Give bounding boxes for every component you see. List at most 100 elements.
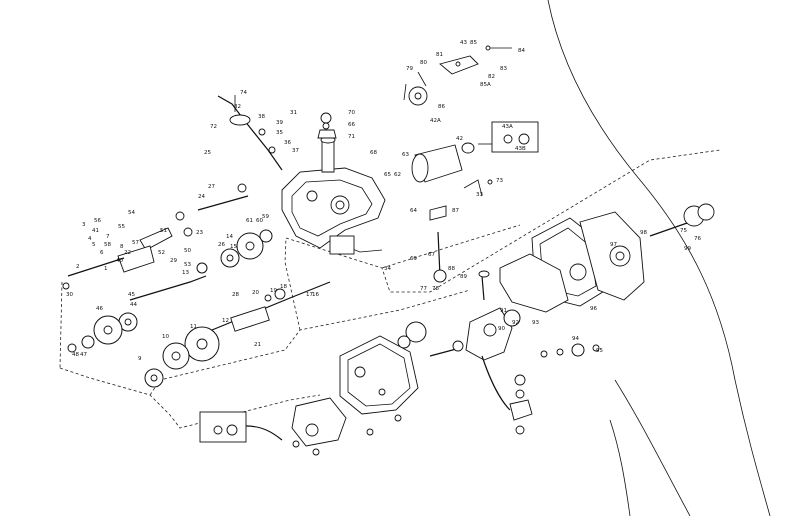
main-housing — [281, 136, 386, 255]
part-number-label: 77 — [420, 286, 427, 292]
part-number-label: 11 — [190, 324, 197, 330]
part-number-label: 9 — [138, 356, 142, 362]
lower-housing — [199, 335, 419, 456]
part-number-label: 60 — [256, 218, 263, 224]
part-number-label: 17 — [306, 292, 313, 298]
part-number-label: 99 — [684, 246, 691, 252]
part-number-label: 57 — [132, 240, 139, 246]
part-number-label: 38 — [258, 114, 265, 120]
part-number-label: 7 — [106, 234, 110, 240]
part-number-label: 41 — [92, 228, 99, 234]
part-number-label: 6 — [100, 250, 104, 256]
part-number-label: 68 — [370, 150, 377, 156]
part-number-label: 97 — [610, 242, 617, 248]
part-number-label: 10 — [162, 334, 169, 340]
part-number-label: 55 — [118, 224, 125, 230]
part-number-label: 39 — [276, 120, 283, 126]
part-number-label: 63 — [402, 152, 409, 158]
part-number-label: 42A — [430, 118, 441, 124]
part-number-label: 80 — [420, 60, 427, 66]
part-number-label: 13 — [182, 270, 189, 276]
part-number-label: 84 — [518, 48, 525, 54]
part-number-label: 86 — [438, 104, 445, 110]
part-number-label: 74 — [240, 90, 247, 96]
part-number-label: 67 — [428, 252, 435, 258]
part-number-label: 31 — [290, 110, 297, 116]
part-number-label: 75 — [680, 228, 687, 234]
part-number-label: 71 — [348, 134, 355, 140]
part-number-label: 72 — [210, 124, 217, 130]
part-number-label: 61 — [246, 218, 253, 224]
part-number-label: 40 — [116, 258, 123, 264]
part-number-label: 95 — [596, 348, 603, 354]
part-number-label: 93 — [532, 320, 539, 326]
part-number-label: 24 — [198, 194, 205, 200]
part-number-label: 44 — [130, 302, 137, 308]
part-number-label: 32 — [234, 104, 241, 110]
part-number-label: 88 — [448, 266, 455, 272]
part-number-label: 50 — [184, 248, 191, 254]
center-lower-parts — [397, 205, 600, 435]
part-number-label: 91 — [500, 308, 507, 314]
part-number-label: 14 — [226, 234, 233, 240]
part-number-label: 73 — [496, 178, 503, 184]
part-number-label: 43 — [460, 40, 467, 46]
part-number-label: 92 — [512, 320, 519, 326]
part-number-label: 8 — [120, 244, 124, 250]
part-number-label: 56 — [94, 218, 101, 224]
part-number-label: 52 — [158, 250, 165, 256]
part-labels: 854384818283807985A867066717472383937353… — [66, 40, 701, 362]
part-number-label: 78 — [432, 286, 439, 292]
part-number-label: 43B — [515, 146, 526, 152]
part-number-label: 70 — [348, 110, 355, 116]
part-number-label: 85A — [480, 82, 491, 88]
part-number-label: 21 — [254, 342, 261, 348]
part-number-label: 3 — [82, 222, 86, 228]
background-curves — [547, 0, 771, 516]
upper-right-parts — [403, 45, 539, 197]
part-number-label: 1 — [104, 266, 108, 272]
part-number-label: 59 — [262, 214, 269, 220]
part-number-label: 51 — [160, 228, 167, 234]
part-number-label: 34 — [384, 266, 391, 272]
part-number-label: 53 — [184, 262, 191, 268]
part-number-label: 20 — [252, 290, 259, 296]
part-number-label: 47 — [80, 352, 87, 358]
part-number-label: 23 — [196, 230, 203, 236]
part-number-label: 98 — [640, 230, 647, 236]
part-number-label: 28 — [232, 292, 239, 298]
part-number-label: 18 — [280, 284, 287, 290]
part-number-label: 5 — [92, 242, 96, 248]
part-number-label: 96 — [590, 306, 597, 312]
part-number-label: 58 — [104, 242, 111, 248]
part-number-label: 37 — [292, 148, 299, 154]
part-number-label: 29 — [170, 258, 177, 264]
right-cover-assembly — [499, 203, 715, 313]
part-number-label: 42 — [456, 136, 463, 142]
part-number-label: 35 — [276, 130, 283, 136]
part-number-label: 65 — [384, 172, 391, 178]
part-number-label: 76 — [694, 236, 701, 242]
part-number-label: 81 — [436, 52, 443, 58]
part-number-label: 62 — [394, 172, 401, 178]
part-number-label: 89 — [460, 274, 467, 280]
part-number-label: 82 — [488, 74, 495, 80]
shift-linkage-top — [217, 95, 337, 171]
part-number-label: 15 — [230, 244, 237, 250]
part-number-label: 66 — [348, 122, 355, 128]
part-number-label: 48 — [72, 352, 79, 358]
part-number-label: 2 — [76, 264, 80, 270]
part-number-label: 45 — [128, 292, 135, 298]
part-number-label: 27 — [208, 184, 215, 190]
part-number-label: 69 — [410, 256, 417, 262]
part-number-label: 83 — [500, 66, 507, 72]
part-number-label: 43A — [502, 124, 513, 130]
part-number-label: 30 — [66, 292, 73, 298]
part-number-label: 85 — [470, 40, 477, 46]
part-number-label: 25 — [204, 150, 211, 156]
part-number-label: 12 — [222, 318, 229, 324]
part-number-label: 26 — [218, 242, 225, 248]
part-number-label: 22 — [124, 250, 131, 256]
part-number-label: 64 — [410, 208, 417, 214]
